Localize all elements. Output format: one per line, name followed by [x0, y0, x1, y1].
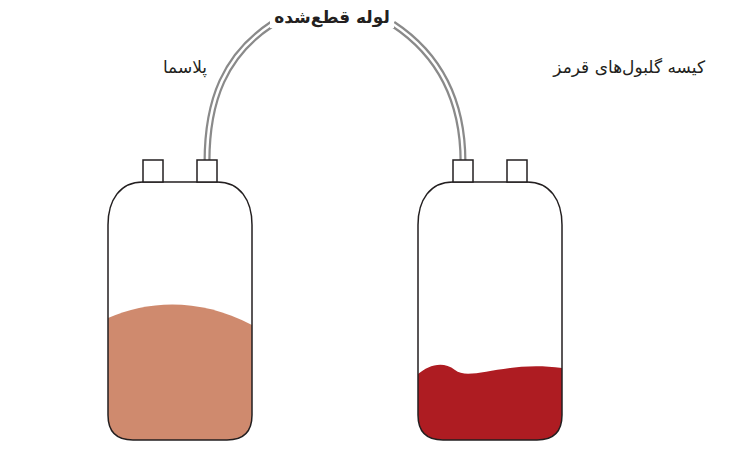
red-cell-bag: [418, 160, 562, 445]
part-name: پلاسما: [163, 56, 207, 78]
tube-label: لوله قطع‌شده: [270, 6, 394, 28]
cut-tube: [207, 24, 463, 162]
part-name: کیسه گلبول‌های قرمز: [553, 56, 705, 78]
plasma-bag: [108, 160, 252, 445]
